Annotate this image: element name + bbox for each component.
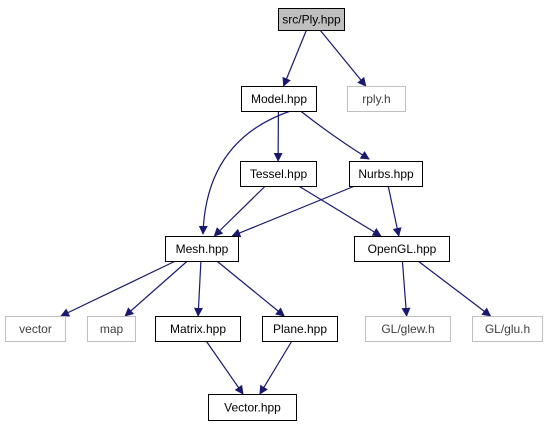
edges-layer [60, 29, 492, 395]
node-box [365, 316, 451, 342]
edge-mesh-to-matrix [194, 260, 204, 317]
node-glew: GL/glew.h [365, 316, 451, 342]
edge-arrow [124, 260, 188, 317]
edge-arrow [213, 185, 266, 237]
node-label: Plane.hpp [273, 322, 327, 336]
node-box [472, 316, 543, 342]
edge-arrow [417, 260, 492, 317]
node-box [208, 394, 297, 421]
edge-mesh-to-map [124, 260, 188, 317]
node-box [347, 86, 406, 112]
node-mesh[interactable]: Mesh.hpp [165, 236, 239, 262]
node-model[interactable]: Model.hpp [241, 86, 317, 112]
edge-arrow [216, 260, 285, 317]
node-label: Vector.hpp [224, 401, 281, 415]
edge-tessel-to-opengl [298, 185, 382, 237]
node-box [165, 236, 239, 262]
node-label: rply.h [362, 92, 390, 106]
edge-tessel-to-mesh [213, 185, 266, 237]
edge-arrow [231, 185, 356, 238]
edge-model-to-mesh [198, 110, 291, 235]
node-label: OpenGL.hpp [368, 242, 437, 256]
node-box [354, 236, 450, 262]
edge-arrow [205, 340, 244, 395]
edge-model-to-nurbs [300, 110, 370, 160]
node-matrix[interactable]: Matrix.hpp [155, 316, 241, 342]
node-opengl[interactable]: OpenGL.hpp [354, 236, 450, 262]
node-label: map [100, 322, 124, 336]
node-plane[interactable]: Plane.hpp [262, 316, 338, 342]
node-box [241, 86, 317, 112]
node-box [87, 316, 136, 342]
node-tessel[interactable]: Tessel.hpp [240, 161, 317, 187]
node-rply: rply.h [347, 86, 406, 112]
node-label: src/Ply.hpp [282, 13, 341, 27]
node-vectorhpp[interactable]: Vector.hpp [208, 394, 297, 421]
edge-arrow [282, 29, 308, 87]
edge-matrix-to-vectorhpp [205, 340, 244, 395]
edge-nurbs-to-opengl [387, 185, 402, 237]
node-label: Tessel.hpp [250, 167, 308, 181]
edge-arrow [319, 29, 367, 87]
edge-ply-to-model [282, 29, 308, 87]
node-ply[interactable]: src/Ply.hpp [278, 8, 345, 31]
node-box [5, 316, 66, 342]
edge-arrow [60, 260, 176, 317]
node-label: Mesh.hpp [176, 242, 229, 256]
edge-mesh-to-plane [216, 260, 285, 317]
edge-plane-to-vectorhpp [259, 340, 293, 395]
node-label: Model.hpp [251, 92, 307, 106]
node-box [240, 161, 317, 187]
edge-arrow [387, 185, 402, 237]
edge-arrow [300, 110, 370, 160]
edge-arrow [194, 260, 204, 317]
node-box [262, 316, 338, 342]
edge-opengl-to-glu [417, 260, 492, 317]
node-vector: vector [5, 316, 66, 342]
node-label: GL/glew.h [381, 322, 434, 336]
node-label: Nurbs.hpp [358, 167, 414, 181]
node-box [349, 161, 423, 187]
edge-arrow [198, 110, 291, 235]
edge-ply-to-rply [319, 29, 367, 87]
edge-arrow [401, 260, 411, 317]
node-glu: GL/glu.h [472, 316, 543, 342]
edge-arrow [259, 340, 293, 395]
node-nurbs[interactable]: Nurbs.hpp [349, 161, 423, 187]
edge-opengl-to-glew [401, 260, 411, 317]
node-box [155, 316, 241, 342]
node-label: vector [19, 322, 52, 336]
edge-arrow [298, 185, 382, 237]
node-label: Matrix.hpp [170, 322, 226, 336]
node-label: GL/glu.h [485, 322, 530, 336]
edge-mesh-to-vector [60, 260, 176, 317]
node-box [278, 8, 345, 31]
edge-nurbs-to-mesh [231, 185, 356, 238]
node-map: map [87, 316, 136, 342]
